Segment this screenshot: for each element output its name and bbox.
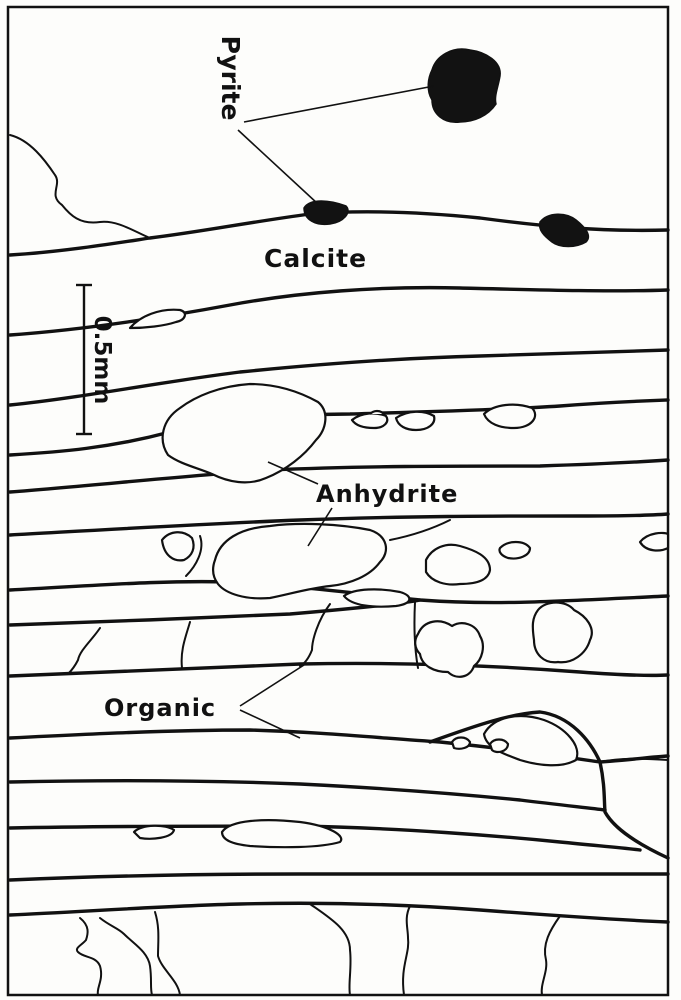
pyrite-grain-seam-right[interactable] xyxy=(540,214,589,246)
anhydrite-nodule-lower-2 xyxy=(222,820,341,847)
anhydrite-nodule-cluster-1 xyxy=(415,621,483,676)
anhydrite-nodule-tiny-2 xyxy=(490,740,508,753)
anhydrite-nodule-seam-2 xyxy=(396,412,434,430)
pyrite-leader-2 xyxy=(238,130,318,204)
anhydrite-nodule-lens xyxy=(344,589,409,606)
organic-lamina-14 xyxy=(10,903,668,922)
pyrite-leader-1 xyxy=(244,86,434,122)
organic-label: Organic xyxy=(104,694,216,722)
pyrite-grain-large[interactable] xyxy=(428,49,500,122)
anhydrite-nodule-lower-1 xyxy=(134,826,174,839)
pyrite-label: Pyrite xyxy=(216,36,245,121)
anhydrite-nodule-lobate xyxy=(426,545,490,585)
calcite-label: Calcite xyxy=(264,244,367,273)
grain-boundary-j xyxy=(310,904,351,995)
grain-boundary-i xyxy=(155,912,180,995)
organic-leader-1 xyxy=(240,665,304,706)
grain-boundary-l xyxy=(542,916,560,995)
anhydrite-nodule-tiny-1 xyxy=(452,738,470,749)
grain-boundary-h xyxy=(100,918,152,995)
anhydrite-nodule-seam-4 xyxy=(370,411,384,414)
anhydrite-nodule-seam-1 xyxy=(352,413,387,428)
grain-boundary-upper-left xyxy=(10,135,150,238)
anhydrite-nodule-central xyxy=(213,524,386,598)
organic-lamina-9 xyxy=(10,663,668,676)
pyrite-grain-seam-left[interactable] xyxy=(304,201,348,224)
grain-boundary-g xyxy=(77,918,101,995)
organic-lamina-13 xyxy=(10,874,668,880)
anhydrite-nodule-left-small xyxy=(162,532,194,560)
anhydrite-nodule-edge-right xyxy=(640,533,668,551)
grain-boundary-b xyxy=(182,622,190,668)
organic-lamina-4 xyxy=(10,400,668,455)
grain-boundary-k xyxy=(403,906,410,995)
anhydrite-nodule-seam-3 xyxy=(484,405,535,428)
anhydrite-nodule-oval-right xyxy=(499,542,530,559)
grain-boundary-f xyxy=(390,520,450,540)
organic-leader-2 xyxy=(240,710,300,738)
anhydrite-nodule-cluster-2 xyxy=(533,603,592,663)
scale-bar-label: 0.5mm xyxy=(89,316,115,405)
anhydrite-label: Anhydrite xyxy=(316,480,458,508)
grain-boundary-a xyxy=(68,628,100,674)
organic-lamina-11 xyxy=(10,781,605,810)
